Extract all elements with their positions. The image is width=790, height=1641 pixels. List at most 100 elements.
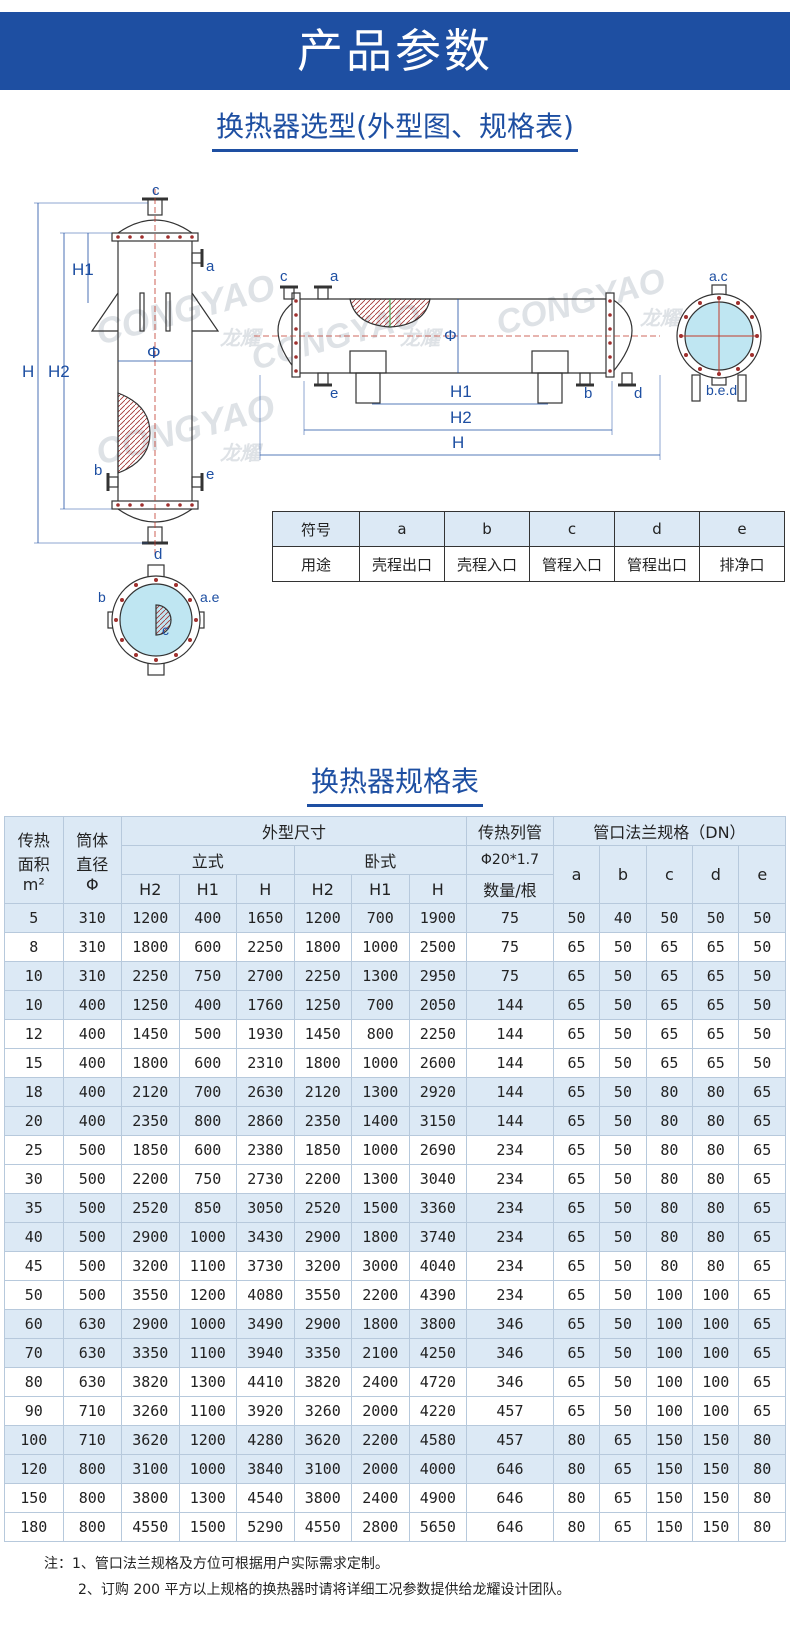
header-flange-a: a	[552, 845, 601, 904]
table-cell: 1400	[351, 1106, 410, 1136]
table-cell: 2250	[121, 961, 180, 991]
header-vertical: 立式	[121, 845, 295, 875]
header-flange-c: c	[645, 845, 694, 904]
table-cell: 800	[351, 1019, 410, 1049]
table-cell: 80	[692, 1106, 740, 1136]
svg-text:Φ: Φ	[147, 343, 161, 362]
table-cell: 50	[645, 903, 694, 933]
table-cell: 3260	[121, 1396, 180, 1426]
table-cell: 5290	[236, 1512, 295, 1542]
table-cell: 50	[599, 1309, 647, 1339]
header-v-h: H	[236, 874, 295, 904]
table-cell: 1000	[351, 1048, 410, 1078]
table-cell: 310	[62, 903, 123, 933]
table-cell: 65	[552, 1135, 601, 1165]
table-cell: 65	[599, 1512, 647, 1542]
table-cell: 500	[62, 1164, 123, 1194]
table-cell: 65	[552, 1193, 601, 1223]
table-cell: 180	[4, 1512, 64, 1542]
svg-text:a: a	[330, 268, 339, 285]
header-flange-d: d	[692, 845, 740, 904]
horizontal-bolts	[294, 299, 612, 373]
table-cell: 150	[692, 1425, 740, 1455]
vertical-exchanger	[34, 189, 220, 555]
table-cell: 80	[692, 1077, 740, 1107]
table-cell: 30	[4, 1164, 64, 1194]
table-cell: 2400	[351, 1367, 410, 1397]
table-cell: 630	[62, 1338, 123, 1368]
table-cell: 4540	[236, 1483, 295, 1513]
svg-text:d: d	[634, 385, 642, 402]
table-cell: 2350	[121, 1106, 180, 1136]
table-cell: 2120	[293, 1077, 353, 1107]
table-cell: 65	[552, 1367, 601, 1397]
table-cell: 2950	[408, 961, 468, 991]
table-cell: 65	[738, 1367, 786, 1397]
table-cell: 3200	[121, 1251, 180, 1281]
svg-text:a.c: a.c	[709, 268, 728, 284]
table-cell: 50	[738, 932, 786, 962]
table-cell: 234	[466, 1222, 554, 1252]
table-cell: 2250	[293, 961, 353, 991]
table-cell: 100	[692, 1280, 740, 1310]
table-cell: 1000	[351, 932, 410, 962]
table-cell: 3800	[121, 1483, 180, 1513]
table-cell: 1200	[293, 903, 353, 933]
svg-text:c: c	[280, 268, 288, 285]
table-cell: 1100	[178, 1338, 238, 1368]
table-cell: 310	[62, 961, 123, 991]
table-cell: 4040	[408, 1251, 468, 1281]
table-cell: 3800	[408, 1309, 468, 1339]
table-cell: 80	[552, 1425, 601, 1455]
svg-text:H: H	[22, 362, 34, 381]
table-cell: 400	[62, 990, 123, 1020]
table-cell: 2250	[236, 932, 295, 962]
table-cell: 65	[645, 1019, 694, 1049]
table-cell: 100	[692, 1338, 740, 1368]
header-dimensions: 外型尺寸	[121, 816, 468, 846]
table-cell: 150	[645, 1512, 694, 1542]
table-cell: 120	[4, 1454, 64, 1484]
header-flange-b: b	[599, 845, 647, 904]
table-cell: 600	[178, 1048, 238, 1078]
table-cell: 80	[645, 1077, 694, 1107]
table-cell: 2310	[236, 1048, 295, 1078]
table-cell: 1200	[121, 903, 180, 933]
table-cell: 3940	[236, 1338, 295, 1368]
table-cell: 1760	[236, 990, 295, 1020]
table-cell: 800	[62, 1454, 123, 1484]
table-cell: 65	[738, 1222, 786, 1252]
svg-text:H1: H1	[72, 260, 94, 279]
table-cell: 346	[466, 1309, 554, 1339]
table-cell: 2860	[236, 1106, 295, 1136]
table-cell: 500	[178, 1019, 238, 1049]
horizontal-end-bolts	[679, 296, 759, 376]
table-cell: 50	[552, 903, 601, 933]
table-cell: 400	[62, 1106, 123, 1136]
svg-text:H2: H2	[48, 362, 70, 381]
table-cell: 4390	[408, 1280, 468, 1310]
table-cell: 4250	[408, 1338, 468, 1368]
table-cell: 75	[466, 932, 554, 962]
table-cell: 80	[692, 1251, 740, 1281]
table-cell: 400	[178, 903, 238, 933]
table-cell: 700	[351, 903, 410, 933]
table-cell: 100	[645, 1396, 694, 1426]
table-cell: 65	[692, 990, 740, 1020]
table-cell: 65	[692, 1019, 740, 1049]
svg-text:H2: H2	[450, 408, 472, 427]
svg-text:CONGYAO: CONGYAO	[492, 261, 669, 343]
table-cell: 50	[738, 990, 786, 1020]
table-cell: 50	[599, 1396, 647, 1426]
table-cell: 65	[599, 1454, 647, 1484]
table-cell: 80	[738, 1512, 786, 1542]
table-cell: 65	[552, 1222, 601, 1252]
table-cell: 75	[466, 961, 554, 991]
table-cell: 65	[738, 1135, 786, 1165]
table-cell: 1650	[236, 903, 295, 933]
